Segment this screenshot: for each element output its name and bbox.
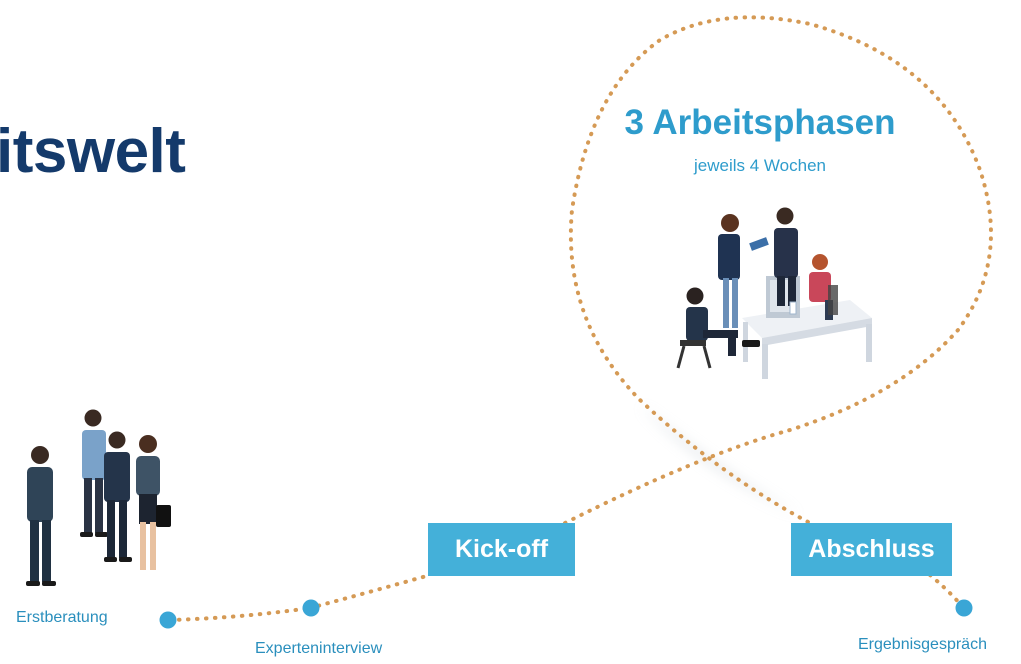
abschluss-milestone: Abschluss: [791, 523, 952, 576]
dotted-path: [168, 15, 993, 622]
path-segment-2: [308, 573, 432, 610]
loop-shadow: [640, 405, 800, 515]
node-experteninterview: [302, 599, 320, 617]
consultants-illustration: [26, 409, 171, 586]
path-segment-1: [168, 606, 312, 622]
node-ergebnisgespraech: [955, 599, 973, 617]
phase-subtitle: jeweils 4 Wochen: [694, 156, 826, 175]
page-title: itswelt: [0, 117, 186, 186]
phase-title: 3 Arbeitsphasen: [624, 103, 896, 142]
kickoff-milestone: Kick-off: [428, 523, 575, 576]
step-label-erstberatung: Erstberatung: [16, 609, 108, 626]
step-label-ergebnisgespraech: Ergebnisgespräch: [858, 636, 987, 653]
team-illustration: [676, 207, 872, 379]
node-erstberatung: [159, 611, 177, 629]
path-segment-3: [563, 15, 993, 525]
step-label-experteninterview: Experteninterview: [255, 640, 383, 657]
path-segment-4: [928, 573, 964, 608]
